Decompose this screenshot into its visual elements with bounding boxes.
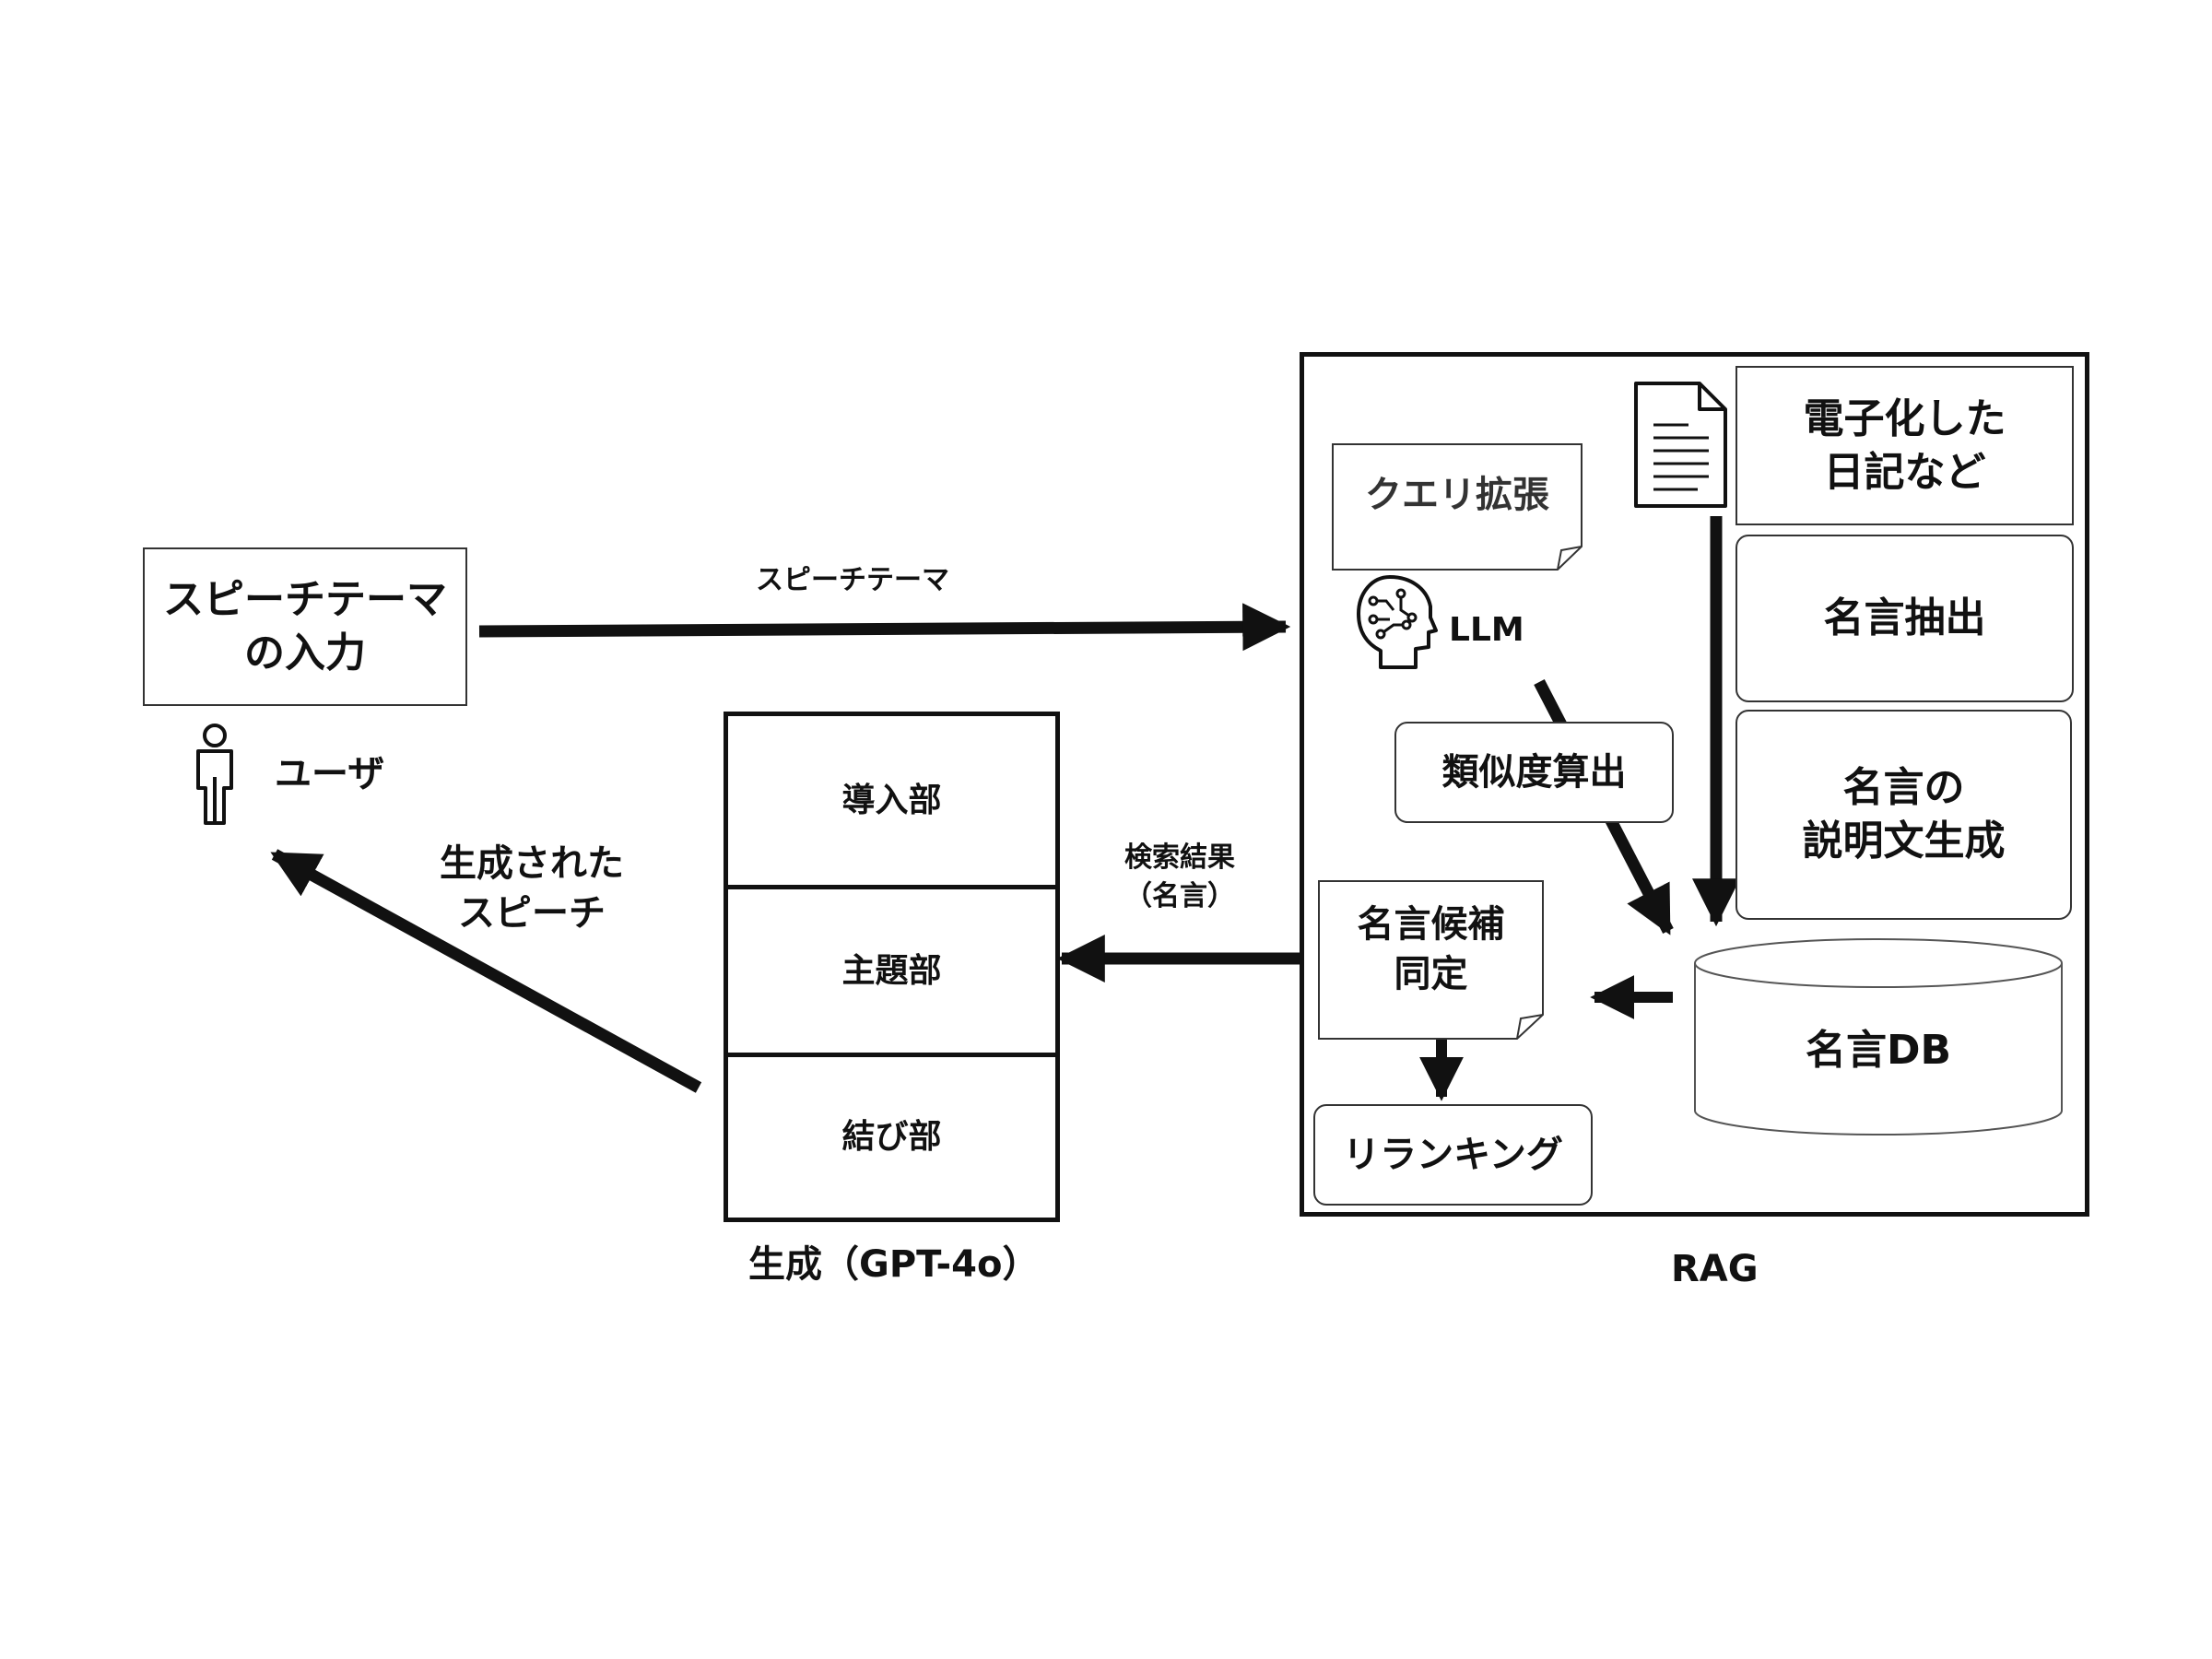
generated-speech-line-1: 生成された bbox=[440, 842, 624, 885]
query-expansion-note bbox=[1332, 443, 1583, 571]
rag-container bbox=[1300, 352, 2089, 1217]
section-main: 主題部 bbox=[728, 889, 1055, 1053]
candidate-line-1: 名言候補 bbox=[1357, 903, 1505, 946]
query-expansion-label-wrap: クエリ拡張 bbox=[1332, 443, 1583, 547]
generated-speech-line-2: スピーチ bbox=[458, 892, 606, 935]
similarity-label: 類似度算出 bbox=[1441, 751, 1627, 794]
reranking-label: リランキング bbox=[1343, 1134, 1563, 1176]
explanation-line-1: 名言の bbox=[1842, 764, 1965, 811]
section-conclusion: 結び部 bbox=[728, 1057, 1055, 1218]
section-intro: 導入部 bbox=[728, 716, 1055, 885]
speech-theme-input-box: スピーチテーマ の入力 bbox=[143, 547, 467, 706]
quote-db-label-wrap: 名言DB bbox=[1691, 991, 2065, 1111]
section-divider bbox=[728, 1053, 1055, 1057]
generated-speech-label: 生成された スピーチ bbox=[426, 839, 638, 938]
explanation-line-2: 説明文生成 bbox=[1802, 818, 2006, 865]
search-results-line-2: （名言） bbox=[1124, 880, 1235, 912]
diary-line-1: 電子化した bbox=[1803, 394, 2006, 442]
section-intro-label: 導入部 bbox=[841, 781, 942, 819]
section-conclusion-label: 結び部 bbox=[841, 1118, 942, 1156]
quote-db-label: 名言DB bbox=[1805, 1027, 1952, 1074]
similarity-box: 類似度算出 bbox=[1394, 722, 1674, 823]
generation-caption: 生成（GPT-4o） bbox=[748, 1243, 1040, 1286]
search-results-line-1: 検索結果 bbox=[1124, 841, 1235, 874]
candidate-note bbox=[1318, 880, 1544, 1040]
diary-box: 電子化した 日記など bbox=[1735, 366, 2074, 525]
user-label: ユーザ bbox=[275, 753, 385, 795]
explanation-box: 名言の 説明文生成 bbox=[1735, 710, 2072, 920]
arrow-speech-to-user bbox=[270, 849, 702, 1093]
search-results-label: 検索結果 （名言） bbox=[1101, 839, 1258, 916]
document-icon bbox=[1634, 382, 1727, 508]
input-box-line-1: スピーチテーマ bbox=[163, 576, 447, 623]
extraction-label: 名言抽出 bbox=[1823, 594, 1986, 641]
candidate-line-2: 同定 bbox=[1394, 953, 1468, 995]
quote-db-cylinder bbox=[1694, 938, 2063, 1135]
reranking-box: リランキング bbox=[1313, 1104, 1593, 1206]
candidate-label-wrap: 名言候補 同定 bbox=[1318, 880, 1544, 1018]
section-divider bbox=[728, 885, 1055, 889]
llm-label: LLM bbox=[1449, 611, 1524, 649]
generation-stack: 導入部 主題部 結び部 bbox=[724, 712, 1060, 1222]
brain-circuit-icon bbox=[1357, 575, 1438, 669]
diary-line-2: 日記など bbox=[1823, 448, 1986, 496]
extraction-box: 名言抽出 bbox=[1735, 535, 2074, 702]
rag-caption: RAG bbox=[1671, 1248, 1759, 1290]
person-icon bbox=[196, 724, 233, 825]
speech-theme-arrow-label: スピーチテーマ bbox=[756, 564, 949, 596]
section-main-label: 主題部 bbox=[841, 951, 942, 990]
arrow-theme-to-rag bbox=[478, 603, 1291, 652]
query-expansion-label: クエリ拡張 bbox=[1365, 474, 1549, 516]
input-box-line-2: の入力 bbox=[244, 629, 366, 677]
